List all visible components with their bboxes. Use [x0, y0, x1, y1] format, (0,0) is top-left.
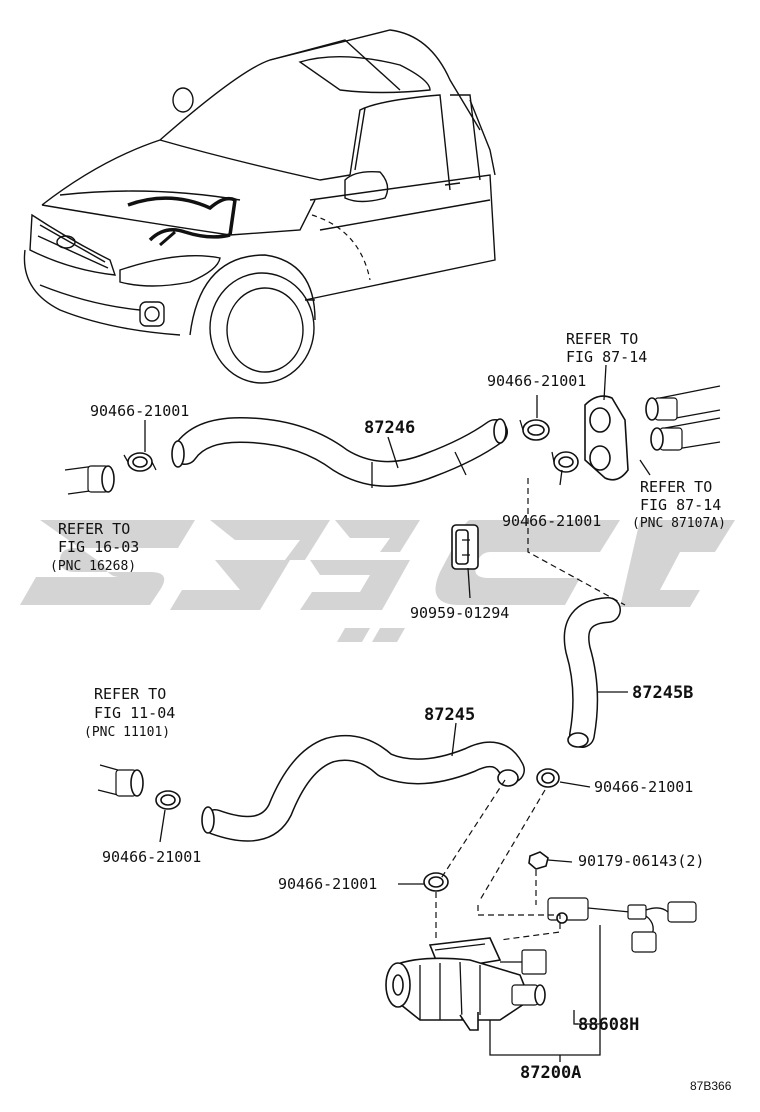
hose-87246	[171, 417, 508, 488]
connector-pipe-left-bottom	[97, 764, 144, 797]
hose-87245b	[563, 597, 621, 748]
connector-pipes-right	[645, 385, 721, 451]
label-88608h: 88608H	[578, 1015, 639, 1035]
watermark-logo	[20, 520, 735, 642]
label-clamp-bottom-left: 90466-21001	[102, 848, 201, 866]
clamp-top-left	[123, 452, 157, 472]
nut-icon	[528, 851, 549, 870]
ref-87-14-right-line2: FIG 87-14	[640, 496, 721, 514]
dashed-guides	[435, 478, 626, 941]
label-clamp-top-right-upper: 90466-21001	[487, 372, 586, 390]
ref-11-04-line1: REFER TO	[94, 685, 166, 703]
clamp-top-right-upper	[519, 419, 550, 441]
ref-87-14-top-line2: FIG 87-14	[566, 348, 647, 366]
ref-11-04-line2: FIG 11-04	[94, 704, 175, 722]
label-clamp-mid-right: 90466-21001	[594, 778, 693, 796]
label-87200a: 87200A	[520, 1063, 581, 1083]
clamp-mid-right	[536, 768, 560, 788]
label-clip: 90959-01294	[410, 604, 509, 622]
hose-87245	[201, 734, 525, 842]
label-clamp-top-left: 90466-21001	[90, 402, 189, 420]
connector-pipe-left-top	[64, 465, 115, 495]
ref-16-03-line2: FIG 16-03	[58, 538, 139, 556]
grommet-block	[584, 395, 629, 481]
vehicle-illustration	[23, 29, 496, 384]
clamp-bottom-mid	[423, 872, 449, 892]
washer-pump-assembly	[385, 897, 697, 1031]
label-87245b: 87245B	[632, 683, 693, 703]
hose-clip	[451, 524, 479, 570]
ref-87-14-right-line1: REFER TO	[640, 478, 712, 496]
ref-87-14-right-pnc: (PNC 87107A)	[632, 516, 726, 531]
ref-16-03-pnc: (PNC 16268)	[50, 559, 136, 574]
ref-11-04-pnc: (PNC 11101)	[84, 725, 170, 740]
ref-16-03-line1: REFER TO	[58, 520, 130, 538]
diagram-code: 87B366	[690, 1079, 732, 1093]
label-clamp-top-right-lower: 90466-21001	[502, 512, 601, 530]
label-87245: 87245	[424, 705, 475, 725]
clamp-top-right-lower	[551, 451, 579, 473]
label-clamp-bottom-mid: 90466-21001	[278, 875, 377, 893]
ref-87-14-top-line1: REFER TO	[566, 330, 638, 348]
clamp-bottom-left	[155, 790, 181, 810]
label-87246: 87246	[364, 418, 415, 438]
label-nut: 90179-06143(2)	[578, 852, 704, 870]
leader-lines	[144, 364, 651, 1062]
